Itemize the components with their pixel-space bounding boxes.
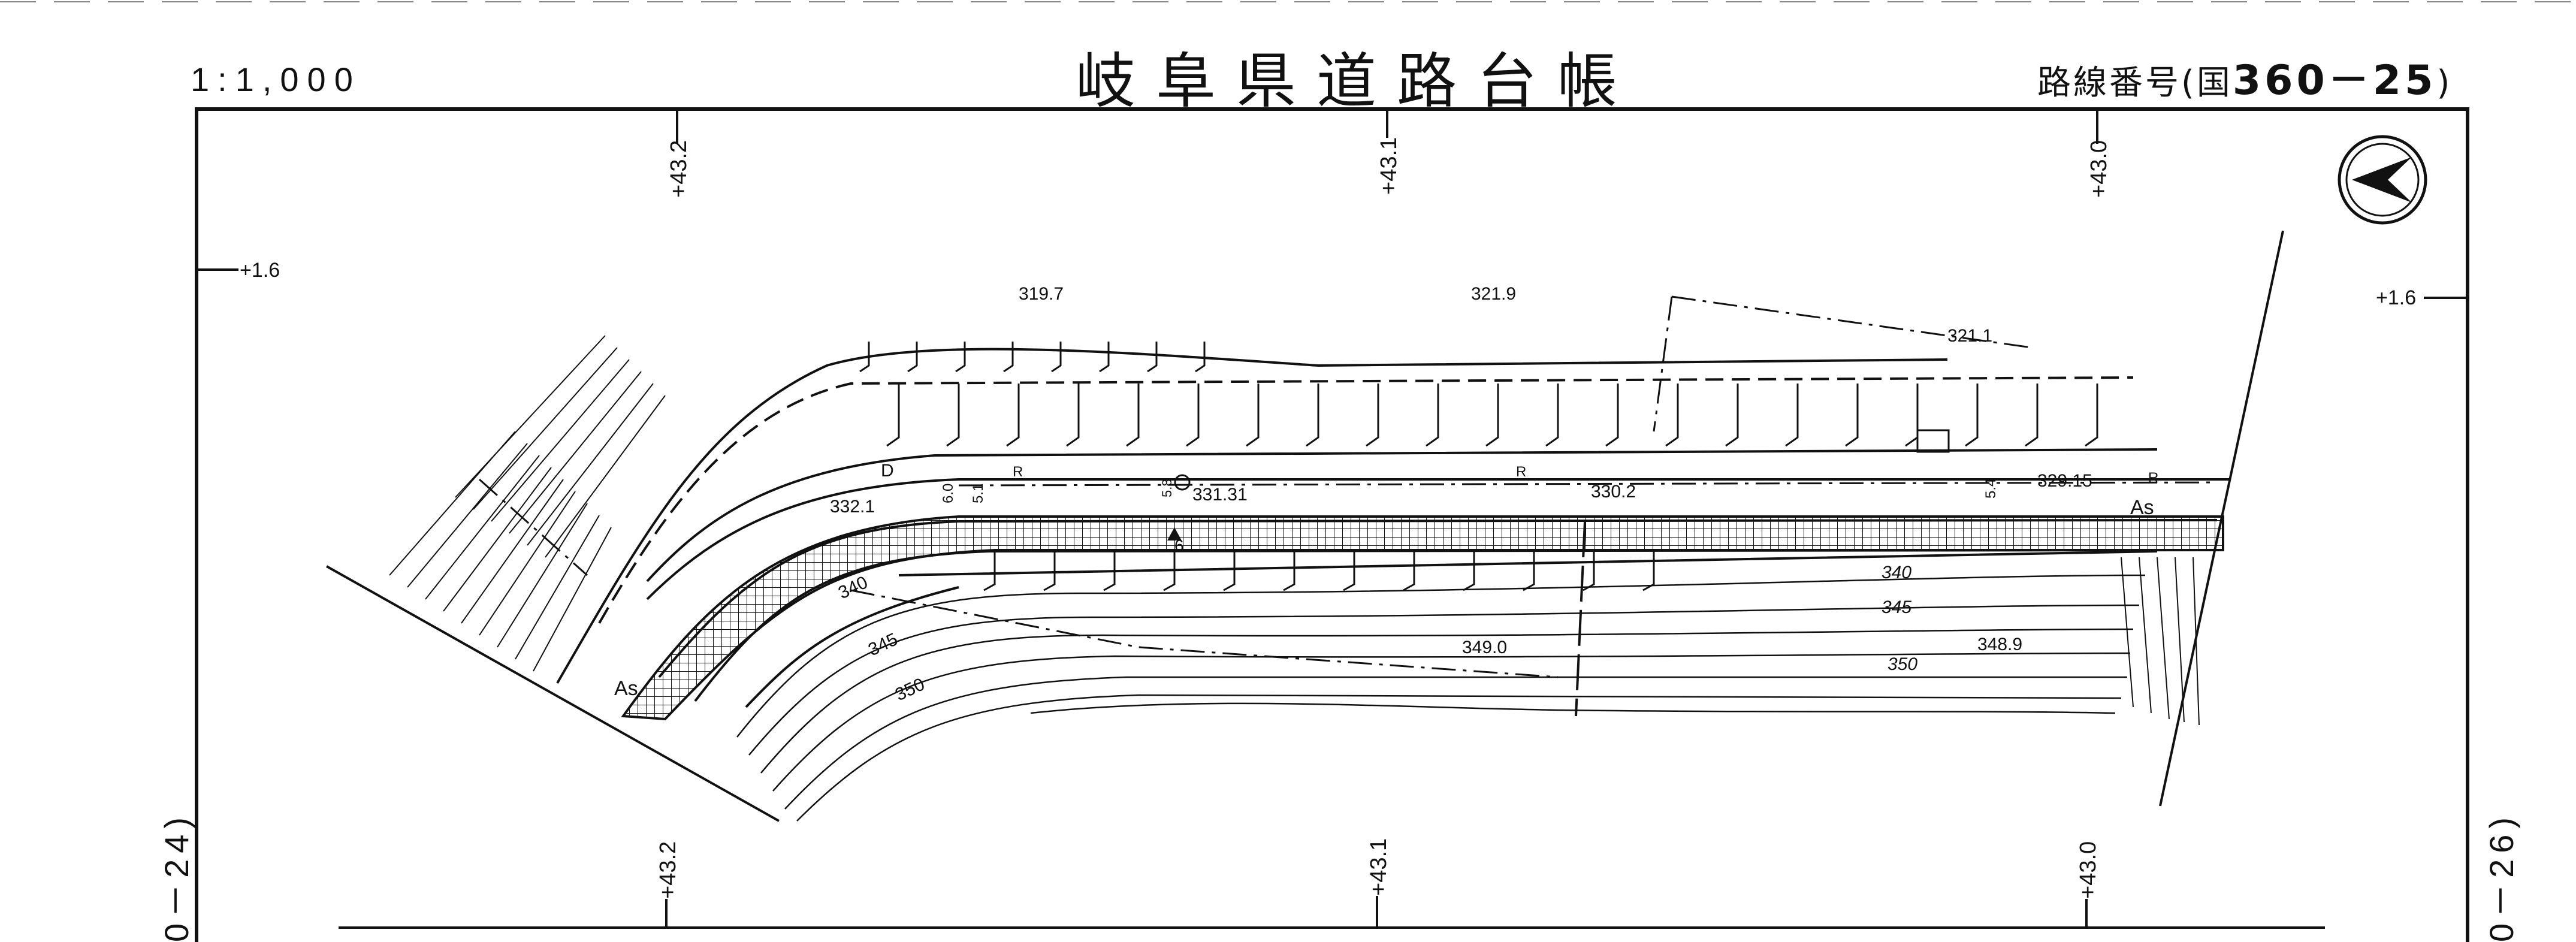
station-ticks-top — [197, 109, 2468, 299]
paved-shoulder — [621, 515, 2224, 721]
svg-text:5.8: 5.8 — [1159, 479, 1174, 497]
svg-text:340: 340 — [1882, 563, 1911, 582]
contour-lines — [736, 574, 2146, 822]
benchmark-icon — [1167, 527, 1182, 541]
svg-text:R: R — [1013, 464, 1023, 480]
section-line — [1575, 521, 1586, 717]
svg-text:350: 350 — [892, 674, 928, 705]
offset-right: +1.6 — [2376, 286, 2416, 309]
station-top-1: +43.2 — [666, 140, 691, 198]
svg-text:332.1: 332.1 — [830, 497, 875, 517]
road-annotations: As As 6.0 5.1 5.4 R R R D 6 5.8 — [614, 461, 2158, 700]
svg-text:329.15: 329.15 — [2037, 471, 2092, 491]
route-number: 路線番号(国360－25) — [2037, 47, 2452, 106]
svg-text:348.9: 348.9 — [1977, 635, 2022, 654]
station-bottom-2: +43.1 — [1366, 838, 1391, 896]
svg-text:R: R — [2148, 470, 2158, 486]
svg-text:330.2: 330.2 — [1591, 482, 1636, 502]
contour-labels: 340 345 350 340 345 350 — [835, 563, 1917, 705]
structure-box — [1916, 429, 1950, 453]
svg-text:345: 345 — [865, 629, 901, 660]
map-title: 岐阜県道路台帳 — [1076, 46, 1638, 116]
station-top-2: +43.1 — [1376, 137, 1402, 195]
survey-point-icon — [1174, 474, 1191, 491]
map-scale: 1:1,000 — [191, 61, 361, 98]
benchmark-number: 6 — [1174, 536, 1184, 555]
svg-text:345: 345 — [1882, 597, 1911, 617]
svg-text:5.4: 5.4 — [1983, 479, 1999, 499]
route-suffix: ) — [2436, 64, 2453, 102]
station-bottom-1: +43.2 — [656, 841, 681, 899]
embankment-hatching — [389, 335, 2200, 726]
svg-text:321.1: 321.1 — [1947, 326, 1992, 346]
svg-text:6.0: 6.0 — [940, 484, 956, 503]
route-number-value: 360－25 — [2232, 57, 2437, 104]
spot-heights: 319.7 321.9 321.1 332.1 331.31 330.2 329… — [830, 284, 2092, 657]
svg-text:349.0: 349.0 — [1462, 638, 1507, 657]
north-arrow-icon — [2338, 135, 2427, 225]
svg-text:R: R — [1516, 464, 1526, 480]
svg-text:321.9: 321.9 — [1471, 284, 1516, 304]
station-ticks-bottom — [665, 896, 2088, 928]
svg-text:5.1: 5.1 — [970, 484, 986, 503]
slope-symbols — [859, 342, 2098, 591]
surface-left: As — [614, 677, 638, 700]
svg-text:331.31: 331.31 — [1192, 485, 1248, 505]
map-frame — [195, 107, 2469, 942]
station-bottom-3: +43.0 — [2076, 841, 2101, 899]
svg-text:350: 350 — [1888, 654, 1917, 674]
boundary-lines — [479, 295, 2218, 678]
surface-right: As — [2130, 496, 2154, 519]
svg-text:319.7: 319.7 — [1019, 284, 1064, 304]
route-prefix: 路線番号(国 — [2037, 64, 2233, 102]
station-top-3: +43.0 — [2086, 140, 2112, 198]
offset-left: +1.6 — [240, 259, 280, 282]
svg-text:D: D — [881, 461, 894, 481]
